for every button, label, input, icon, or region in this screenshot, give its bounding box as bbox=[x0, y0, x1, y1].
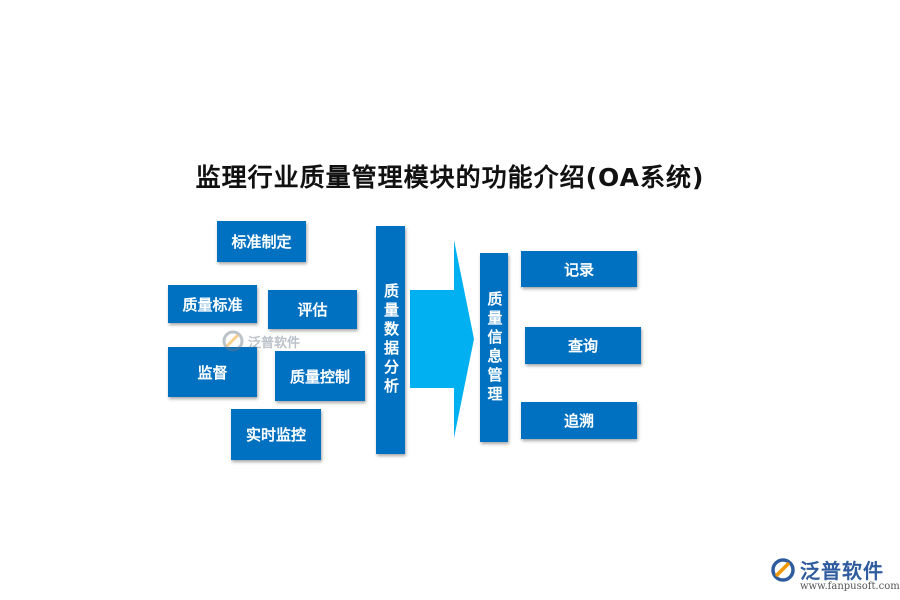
fanpu-logo-icon bbox=[771, 557, 795, 582]
box-label: 查询 bbox=[567, 337, 598, 355]
box-label: 实时监控 bbox=[245, 426, 306, 444]
box-label: 质量标准 bbox=[182, 295, 243, 314]
box-record: 记录 bbox=[521, 251, 637, 287]
box-quality-info-management: 质量信息管理 bbox=[480, 253, 508, 442]
flow-arrow bbox=[410, 240, 474, 438]
fanpu-logo: 泛普软件 bbox=[770, 555, 884, 584]
box-standard-setting: 标准制定 bbox=[217, 221, 306, 262]
box-realtime-monitoring: 实时监控 bbox=[231, 409, 321, 460]
logo-url: www.fanpusoft.com bbox=[800, 581, 900, 592]
box-label: 质量信息管理 bbox=[485, 290, 504, 405]
box-query: 查询 bbox=[525, 327, 641, 364]
box-label: 质量数据分析 bbox=[382, 283, 400, 397]
watermark-text: 泛普软件 bbox=[248, 335, 301, 351]
box-quality-control: 质量控制 bbox=[275, 351, 365, 401]
diagram-title: 监理行业质量管理模块的功能介绍(OA系统) bbox=[195, 163, 705, 192]
box-trace: 追溯 bbox=[521, 402, 637, 439]
box-evaluation: 评估 bbox=[268, 290, 357, 329]
watermark-center: 泛普软件 bbox=[222, 330, 300, 352]
box-label: 标准制定 bbox=[231, 233, 292, 251]
box-label: 质量控制 bbox=[289, 367, 350, 386]
box-label: 评估 bbox=[297, 301, 328, 319]
box-label: 记录 bbox=[563, 260, 594, 279]
fanpu-logo-icon bbox=[222, 330, 244, 352]
box-label: 监督 bbox=[197, 363, 228, 382]
box-quality-data-analysis: 质量数据分析 bbox=[376, 226, 405, 454]
box-quality-standard: 质量标准 bbox=[168, 285, 257, 323]
box-supervision: 监督 bbox=[168, 347, 257, 397]
logo-name: 泛普软件 bbox=[800, 559, 884, 583]
box-label: 追溯 bbox=[563, 412, 594, 430]
